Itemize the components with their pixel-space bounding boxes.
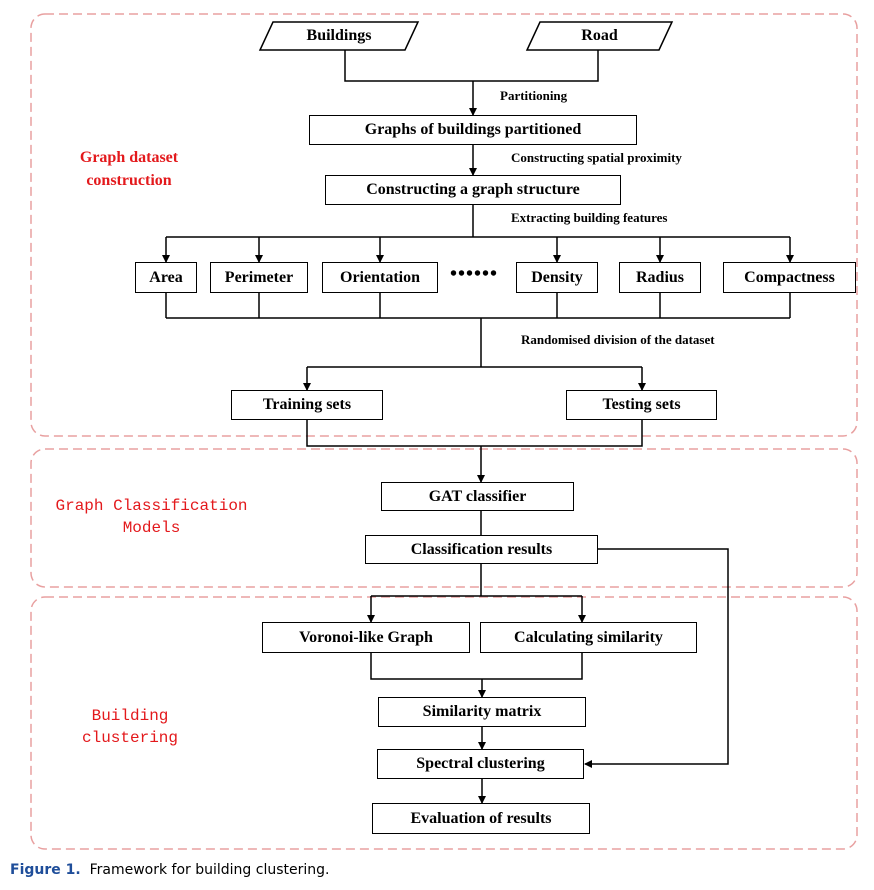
section-label-graph-dataset-line1: Graph dataset bbox=[79, 149, 179, 166]
figure-caption-label: Figure 1. bbox=[10, 862, 81, 878]
section-label-graph-dataset-line2: construction bbox=[86, 172, 172, 189]
spectral-clustering-box: Spectral clustering bbox=[377, 749, 584, 779]
calculating-similarity-box: Calculating similarity bbox=[480, 622, 697, 653]
voronoi-graph-box: Voronoi-like Graph bbox=[262, 622, 470, 653]
section-label-classification-line1: Graph Classification bbox=[55, 497, 248, 515]
feature-compactness-box: Compactness bbox=[723, 262, 856, 293]
spatial-proximity-label: Constructing spatial proximity bbox=[511, 150, 682, 165]
voronoi-connector bbox=[370, 652, 482, 680]
extracting-features-label: Extracting building features bbox=[511, 210, 668, 225]
section-label-clustering-line1: Building bbox=[91, 707, 169, 725]
figure-caption-text: Framework for building clustering. bbox=[89, 862, 330, 878]
section-frame-clustering bbox=[30, 596, 858, 850]
section-label-graph-dataset: Graph dataset construction bbox=[54, 146, 204, 192]
section-label-classification-line2: Models bbox=[122, 519, 181, 537]
section-frame-graph-dataset bbox=[30, 13, 858, 437]
partitioning-label: Partitioning bbox=[500, 88, 568, 103]
randomised-division-label: Randomised division of the dataset bbox=[521, 332, 715, 347]
feature-perimeter-box: Perimeter bbox=[210, 262, 308, 293]
classification-results-box: Classification results bbox=[365, 535, 598, 564]
graph-structure-box: Constructing a graph structure bbox=[325, 175, 621, 205]
section-label-classification: Graph Classification Models bbox=[44, 495, 259, 539]
connectors bbox=[162, 50, 794, 804]
classification-feedback-arrow bbox=[584, 548, 729, 768]
training-sets-connector bbox=[306, 420, 481, 447]
section-frame-classification bbox=[30, 448, 858, 588]
feature-density-box: Density bbox=[516, 262, 598, 293]
graphs-partitioned-box: Graphs of buildings partitioned bbox=[309, 115, 637, 145]
road-input-shape bbox=[525, 21, 674, 51]
gat-classifier-box: GAT classifier bbox=[381, 482, 574, 511]
training-sets-box: Training sets bbox=[231, 390, 383, 420]
similarity-matrix-box: Similarity matrix bbox=[378, 697, 586, 727]
buildings-input-label: Buildings bbox=[306, 27, 372, 44]
evaluation-box: Evaluation of results bbox=[372, 803, 590, 834]
similarity-connector bbox=[482, 652, 583, 680]
testing-sets-connector bbox=[481, 420, 643, 447]
feature-radius-box: Radius bbox=[619, 262, 701, 293]
buildings-connector bbox=[344, 50, 473, 82]
road-input-label: Road bbox=[581, 27, 618, 44]
road-connector bbox=[473, 50, 599, 82]
section-label-clustering: Building clustering bbox=[60, 705, 200, 749]
section-label-clustering-line2: clustering bbox=[81, 729, 178, 747]
feature-area-box: Area bbox=[135, 262, 197, 293]
buildings-input-shape bbox=[258, 21, 420, 51]
testing-sets-box: Testing sets bbox=[566, 390, 717, 420]
figure-caption: Figure 1. Framework for building cluster… bbox=[10, 862, 329, 878]
feature-ellipsis: •••••• bbox=[450, 263, 499, 285]
feature-orientation-box: Orientation bbox=[322, 262, 438, 293]
